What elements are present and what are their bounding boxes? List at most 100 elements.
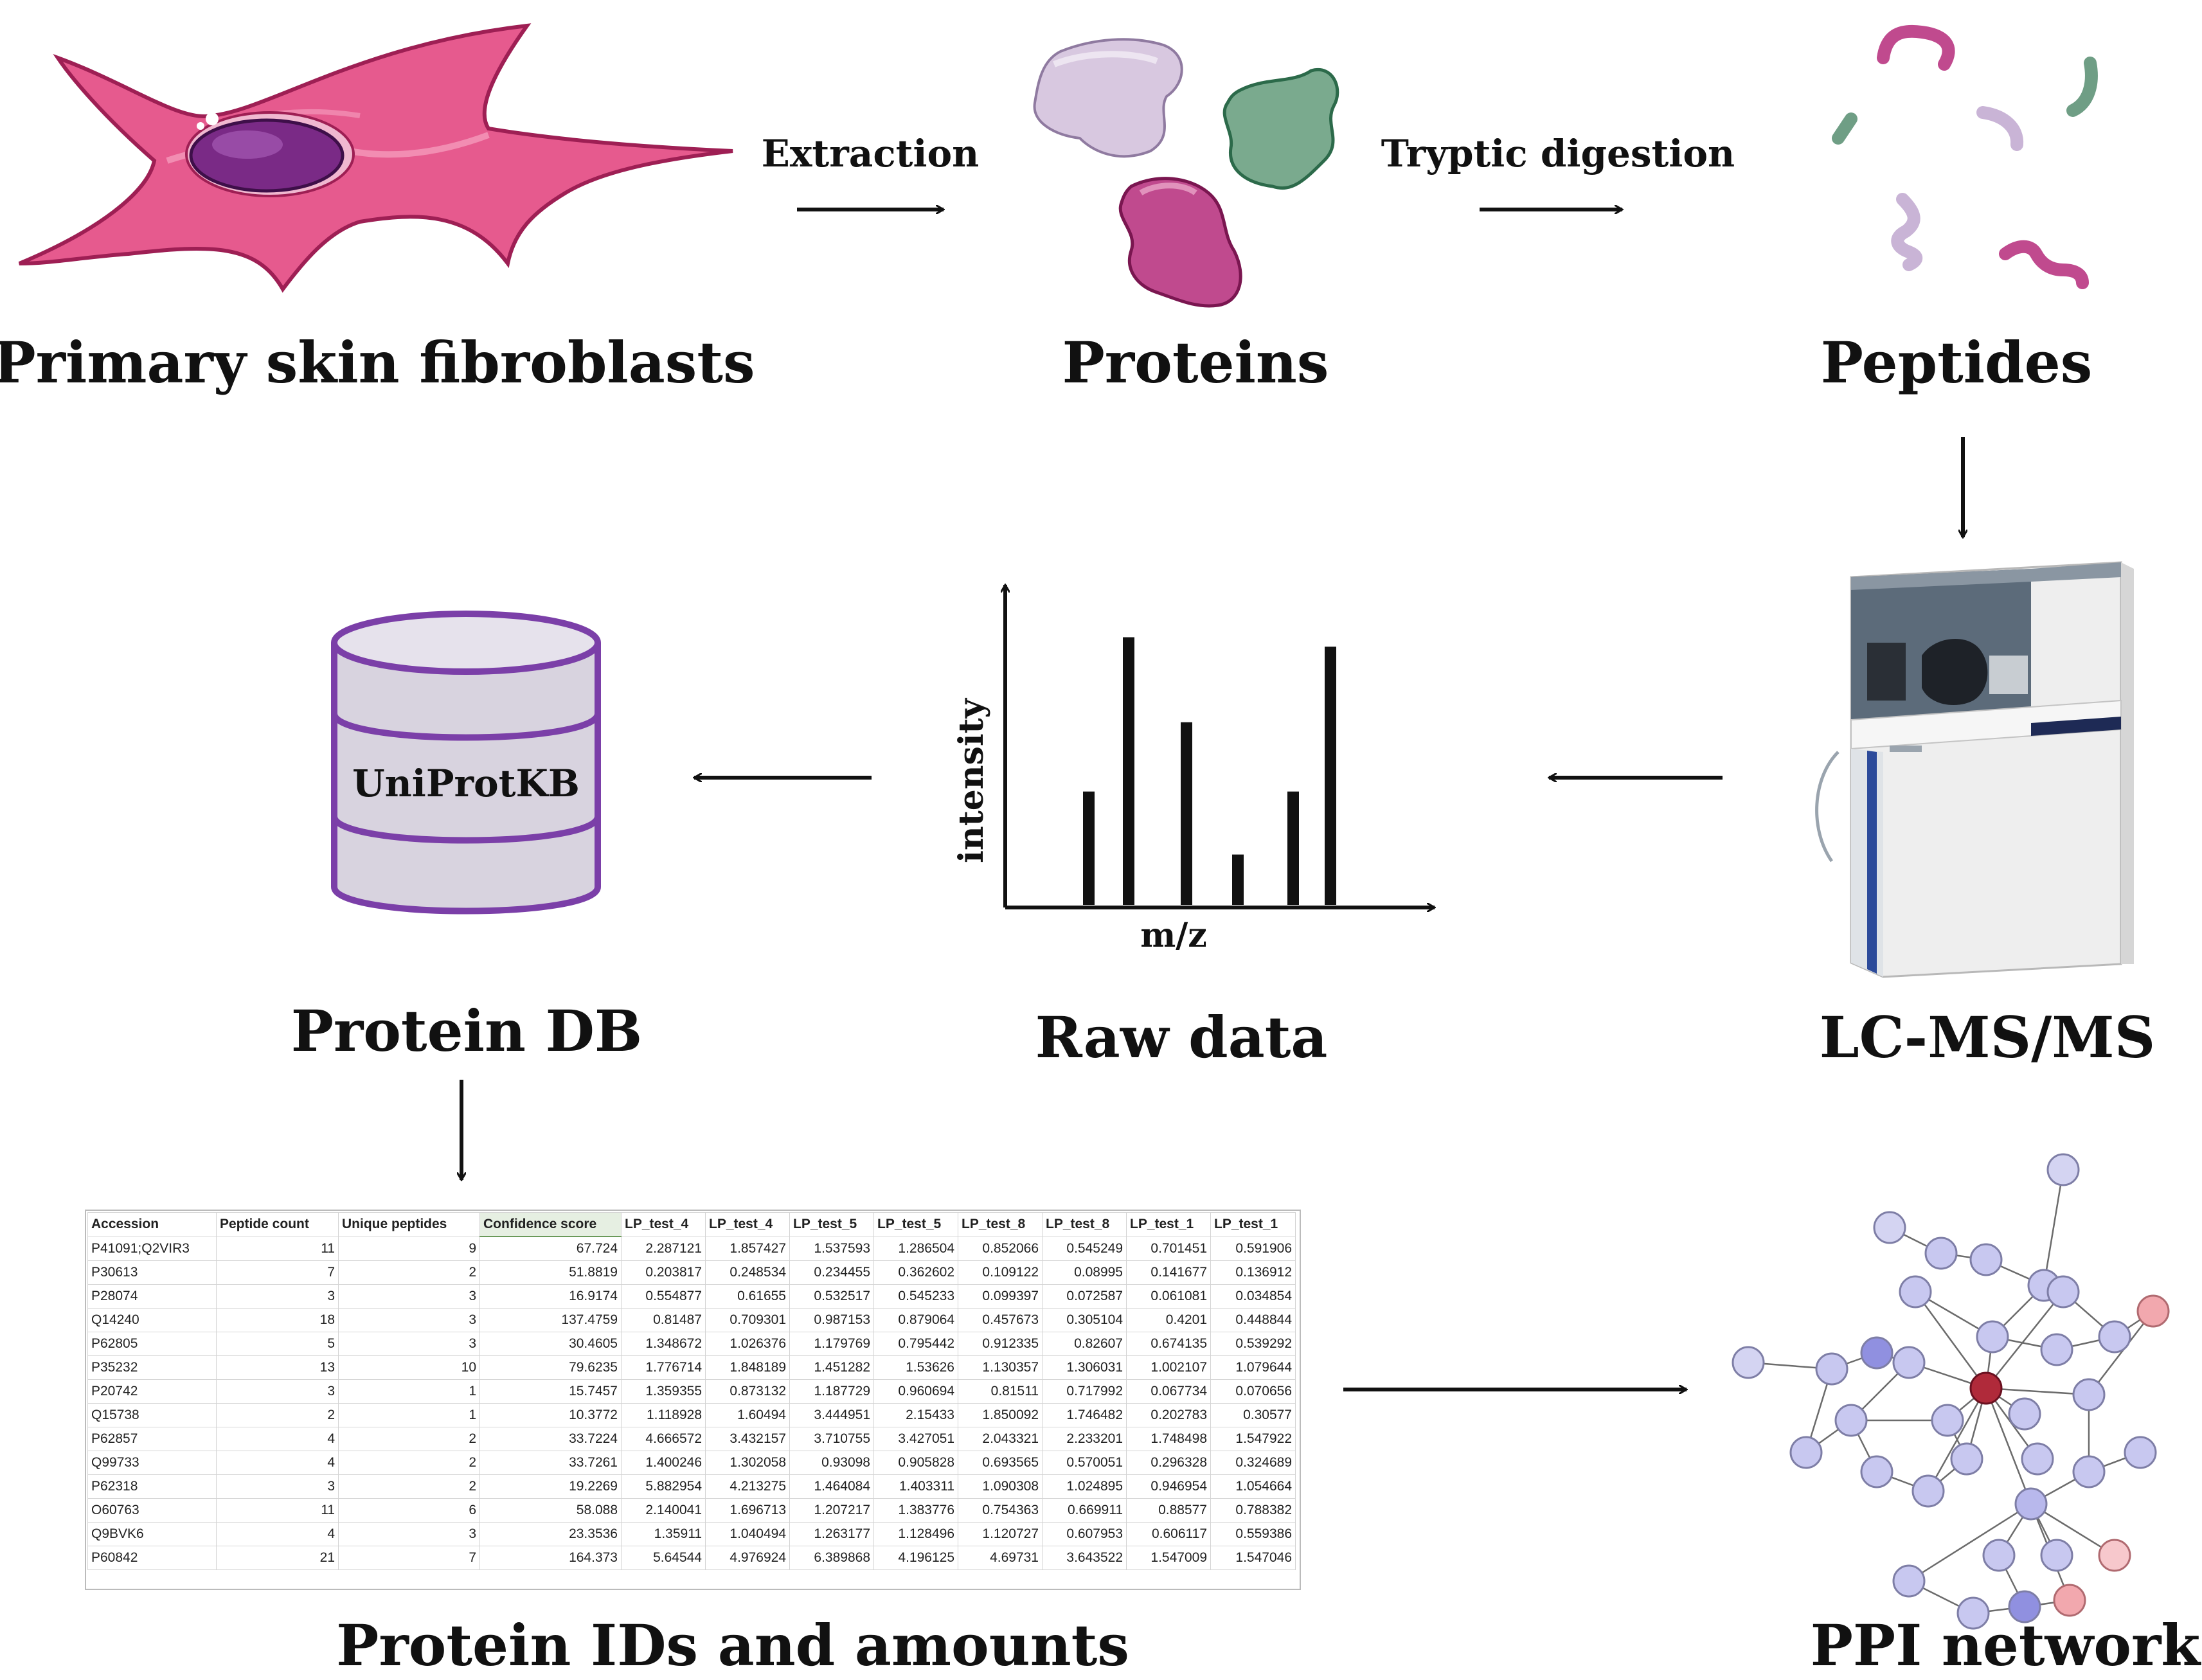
table-cell: 1.383776 (873, 1498, 958, 1523)
table-cell: 1.024895 (1042, 1474, 1127, 1499)
x-axis-label: m/z (1140, 916, 1207, 955)
table-cell: 1.120727 (958, 1522, 1043, 1546)
table-cell: P62857 (87, 1427, 217, 1451)
table-cell: 51.8819 (479, 1260, 622, 1285)
table-cell: 0.912335 (958, 1332, 1043, 1356)
spectrum-plot (1005, 585, 1435, 907)
table-cell: 4.196125 (873, 1546, 958, 1570)
spectrum-peak (1325, 647, 1336, 905)
table-cell: 11 (216, 1498, 339, 1523)
digestion-label: Tryptic digestion (1381, 132, 1735, 175)
table-cell: 1.403311 (873, 1474, 958, 1499)
table-cell: 5 (216, 1332, 339, 1356)
table-cell: 0.946954 (1126, 1474, 1211, 1499)
table-cell: 0.070656 (1210, 1379, 1296, 1404)
table-cell: 1.359355 (621, 1379, 706, 1404)
table-cell: P41091;Q2VIR3 (87, 1236, 217, 1261)
table-cell: 3 (216, 1474, 339, 1499)
table-cell: 0.539292 (1210, 1332, 1296, 1356)
table-cell: 0.072587 (1042, 1284, 1127, 1309)
spectrum-peak (1181, 722, 1192, 905)
proteindb-title: Protein DB (291, 997, 643, 1064)
table-cell: 0.136912 (1210, 1260, 1296, 1285)
table-cell: 0.305104 (1042, 1308, 1127, 1332)
table-cell: 0.4201 (1126, 1308, 1211, 1332)
table-cell: 0.81487 (621, 1308, 706, 1332)
table-cell: 1.348672 (621, 1332, 706, 1356)
table-cell: 0.545249 (1042, 1236, 1127, 1261)
table-cell: 1.547922 (1210, 1427, 1296, 1451)
table-cell: 58.088 (479, 1498, 622, 1523)
y-axis-label: intensity (952, 699, 991, 863)
table-cell: 4.976924 (705, 1546, 790, 1570)
column-header: LP_test_8 (1042, 1212, 1127, 1237)
table-cell: 0.606117 (1126, 1522, 1211, 1546)
table-cell: 0.674135 (1126, 1332, 1211, 1356)
table-cell: 0.873132 (705, 1379, 790, 1404)
ppi-network-graph (1732, 1153, 2170, 1630)
column-header: Unique peptides (338, 1212, 480, 1237)
table-cell: 2 (338, 1451, 480, 1475)
table-cell: P62318 (87, 1474, 217, 1499)
table-cell: 1.306031 (1042, 1355, 1127, 1380)
table-cell: 0.754363 (958, 1498, 1043, 1523)
table-cell: O60763 (87, 1498, 217, 1523)
protein-blobs-illustration (1033, 38, 1339, 308)
table-cell: 3 (338, 1522, 480, 1546)
table-cell: 1.079644 (1210, 1355, 1296, 1380)
table-cell: 3.710755 (789, 1427, 874, 1451)
table-cell: 1.857427 (705, 1236, 790, 1261)
table-cell: 0.82607 (1042, 1332, 1127, 1356)
table-cell: 3.643522 (1042, 1546, 1127, 1570)
table-cell: 0.248534 (705, 1260, 790, 1285)
table-cell: 1.179769 (789, 1332, 874, 1356)
table-cell: 1 (338, 1403, 480, 1427)
table-cell: Q15738 (87, 1403, 217, 1427)
spectrum-peak (1287, 791, 1299, 905)
table-cell: 0.324689 (1210, 1451, 1296, 1475)
table-cell: 0.717992 (1042, 1379, 1127, 1404)
table-cell: 2.15433 (873, 1403, 958, 1427)
table-cell: 1.118928 (621, 1403, 706, 1427)
table-cell: 3 (216, 1284, 339, 1309)
table-cell: 2 (216, 1403, 339, 1427)
table-cell: 3 (338, 1332, 480, 1356)
extraction-label: Extraction (761, 132, 980, 175)
column-header: Confidence score (479, 1212, 622, 1237)
table-cell: 0.532517 (789, 1284, 874, 1309)
table-cell: 19.2269 (479, 1474, 622, 1499)
table-cell: 4 (216, 1522, 339, 1546)
table-cell: 0.362602 (873, 1260, 958, 1285)
table-cell: 1.002107 (1126, 1355, 1211, 1380)
table-cell: 4.69731 (958, 1546, 1043, 1570)
table-cell: 1.35911 (621, 1522, 706, 1546)
table-cell: 1.187729 (789, 1379, 874, 1404)
table-cell: 0.987153 (789, 1308, 874, 1332)
table-cell: 0.234455 (789, 1260, 874, 1285)
peptide-fragments-illustration (1832, 24, 2098, 289)
table-cell: 0.034854 (1210, 1284, 1296, 1309)
spectrum-peak (1083, 791, 1095, 905)
table-cell: 0.296328 (1126, 1451, 1211, 1475)
column-header: LP_test_4 (705, 1212, 790, 1237)
table-cell: 1.026376 (705, 1332, 790, 1356)
table-cell: 11 (216, 1236, 339, 1261)
table-cell: 0.669911 (1042, 1498, 1127, 1523)
column-header: LP_test_4 (621, 1212, 706, 1237)
table-cell: 1.776714 (621, 1355, 706, 1380)
column-header: LP_test_5 (789, 1212, 874, 1237)
table-cell: 1.848189 (705, 1355, 790, 1380)
table-cell: 0.607953 (1042, 1522, 1127, 1546)
table-cell: 0.109122 (958, 1260, 1043, 1285)
table-cell: 1.464084 (789, 1474, 874, 1499)
